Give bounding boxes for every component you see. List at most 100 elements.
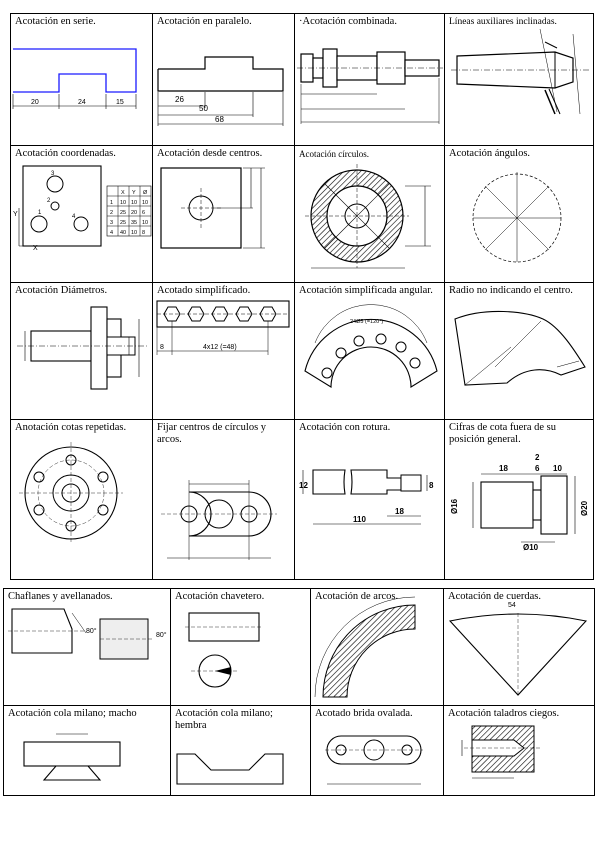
table-cell: 1 <box>110 200 113 206</box>
caption: Acotado brida ovalada. <box>315 708 413 719</box>
cell-acotacion-serie: Acotación en serie. 20 24 15 <box>10 13 153 146</box>
dim-text: 8 <box>160 344 164 351</box>
dim-text: 6 <box>535 464 540 473</box>
cell-cotas-repetidas: Anotación cotas repetidas. <box>10 419 153 580</box>
figure-acotacion-diametros <box>17 306 147 390</box>
caption: ·Acotación combinada. <box>299 16 397 27</box>
cell-acotacion-coordenadas: Acotación coordenadas. 1 2 3 4 Y X <box>10 145 153 283</box>
caption: Acotación con rotura. <box>299 422 391 433</box>
point-label: 1 <box>38 210 42 216</box>
caption: Radio no indicando el centro. <box>449 285 573 296</box>
figure-taladros-ciegos <box>461 725 540 779</box>
table-header: X <box>121 190 125 196</box>
figure-acotacion-paralelo: 26 50 68 <box>157 56 284 126</box>
caption: Acotación cola milano; hembra <box>175 708 273 731</box>
cell-brida-ovalada: Acotado brida ovalada. <box>310 705 444 796</box>
table-cell: 10 <box>142 200 148 206</box>
figure-lineas-auxiliares <box>451 28 590 115</box>
point-label: 2 <box>47 198 51 204</box>
dim-text: 50 <box>199 104 208 113</box>
dim-text: Ø16 <box>450 498 459 514</box>
cell-cola-milano-hembra: Acotación cola milano; hembra <box>170 705 311 796</box>
figure-chaflanes: 80° 80° <box>8 608 167 660</box>
dim-text: 80° <box>86 627 97 635</box>
figure-acotacion-cuerdas: 54 <box>448 602 588 696</box>
dim-text: 26 <box>175 95 184 104</box>
caption: Acotación ángulos. <box>449 148 531 159</box>
figure-radio-no-centro <box>454 310 586 386</box>
cell-chaflanes-avellanados: Chaflanes y avellanados. 80° 80° <box>3 588 171 706</box>
caption: Acotación de arcos. <box>315 591 399 602</box>
dim-text: 18 <box>499 464 508 473</box>
caption: Acotación en serie. <box>15 16 96 27</box>
table-cell: 4 <box>110 230 113 236</box>
caption: Acotación coordenadas. <box>15 148 116 159</box>
figure-cotas-repetidas <box>19 442 123 544</box>
figure-acotacion-combinada <box>297 48 443 124</box>
table-cell: 35 <box>131 220 137 226</box>
table-cell: 8 <box>142 230 145 236</box>
caption: Acotación Diámetros. <box>15 285 108 296</box>
table-cell: 3 <box>110 220 113 226</box>
dim-text: 24 <box>78 99 86 106</box>
coordinates-table: X Y Ø 1 10 10 10 2 25 20 6 3 25 35 10 4 <box>106 185 152 237</box>
cell-acotacion-angulos: Acotación ángulos. <box>444 145 594 283</box>
cell-acotacion-simplificada-angular: Acotación simplificada angular. 24Ø5 (=1… <box>294 282 445 420</box>
dim-text: 68 <box>215 115 224 124</box>
table-cell: 10 <box>131 200 137 206</box>
cell-acotacion-rotura: Acotación con rotura. 12 8 110 18 <box>294 419 445 580</box>
table-cell: 10 <box>131 230 137 236</box>
caption: Acotación en paralelo. <box>157 16 252 27</box>
caption: Fijar centros de círculos y arcos. <box>157 422 267 445</box>
figure-cola-milano-hembra <box>176 753 284 785</box>
dim-text: 12 <box>299 481 308 490</box>
figure-cifras-fuera-posicion: 18 2 6 10 Ø16 Ø20 Ø10 <box>450 453 589 552</box>
figure-acotacion-rotura: 12 8 110 18 <box>299 469 434 525</box>
caption: Chaflanes y avellanados. <box>8 591 113 602</box>
cell-acotacion-arcos: Acotación de arcos. <box>310 588 444 706</box>
figure-chavetero <box>185 612 263 688</box>
dim-text: 24Ø5 (=120°) <box>350 319 383 325</box>
cell-acotacion-desde-centros: Acotación desde centros. <box>152 145 295 283</box>
caption: Acotación cola milano; macho <box>8 708 137 719</box>
table-cell: 25 <box>120 220 126 226</box>
table-cell: 40 <box>120 230 126 236</box>
caption: Líneas auxiliares inclinadas. <box>449 17 557 27</box>
caption: Acotado simplificado. <box>157 285 251 296</box>
cell-taladros-ciegos: Acotación taladros ciegos. <box>443 705 595 796</box>
figure-fijar-centros <box>161 480 277 560</box>
dim-text: 110 <box>353 515 366 524</box>
figure-simplificada-angular: 24Ø5 (=120°) <box>304 304 438 388</box>
dim-text: Ø10 <box>523 543 539 552</box>
cell-acotacion-diametros: Acotación Diámetros. <box>10 282 153 420</box>
caption: Acotación de cuerdas. <box>448 591 541 602</box>
caption: Acotación chavetero. <box>175 591 265 602</box>
table-cell: 2 <box>110 210 113 216</box>
figure-acotacion-coordenadas: 1 2 3 4 Y X X Y Ø 1 <box>13 165 152 252</box>
cell-acotacion-circulos: Acotación círculos. <box>294 145 445 283</box>
dim-text: 15 <box>116 99 124 106</box>
table-cell: 10 <box>142 220 148 226</box>
axis-label: X <box>33 245 38 252</box>
cell-radio-no-centro: Radio no indicando el centro. <box>444 282 594 420</box>
caption: Cifras de cota fuera de su posición gene… <box>449 422 556 445</box>
axis-label: Y <box>13 211 18 218</box>
cell-lineas-auxiliares-inclinadas: Líneas auxiliares inclinadas. <box>444 13 594 146</box>
caption: Acotación taladros ciegos. <box>448 708 560 719</box>
dim-text: 54 <box>508 602 516 609</box>
point-label: 3 <box>51 171 55 177</box>
table-cell: 25 <box>120 210 126 216</box>
cell-cifras-fuera-posicion: Cifras de cota fuera de su posición gene… <box>444 419 594 580</box>
cell-cola-milano-macho: Acotación cola milano; macho <box>3 705 171 796</box>
table-header: Y <box>132 190 136 196</box>
figure-desde-centros <box>160 167 265 249</box>
dim-text: Ø20 <box>580 500 589 516</box>
cell-fijar-centros: Fijar centros de círculos y arcos. <box>152 419 295 580</box>
caption: Acotación desde centros. <box>157 148 263 159</box>
figure-acotacion-circulos <box>305 164 431 269</box>
dim-text: 18 <box>395 507 404 516</box>
cell-acotado-simplificado: Acotado simplificado. 8 4x12 (=48) <box>152 282 295 420</box>
cell-acotacion-paralelo: Acotación en paralelo. 26 50 68 <box>152 13 295 146</box>
dimensioning-table-1: Acotación en serie. 20 24 15 Acotación e… <box>10 13 594 580</box>
dim-text: 8 <box>429 481 434 490</box>
